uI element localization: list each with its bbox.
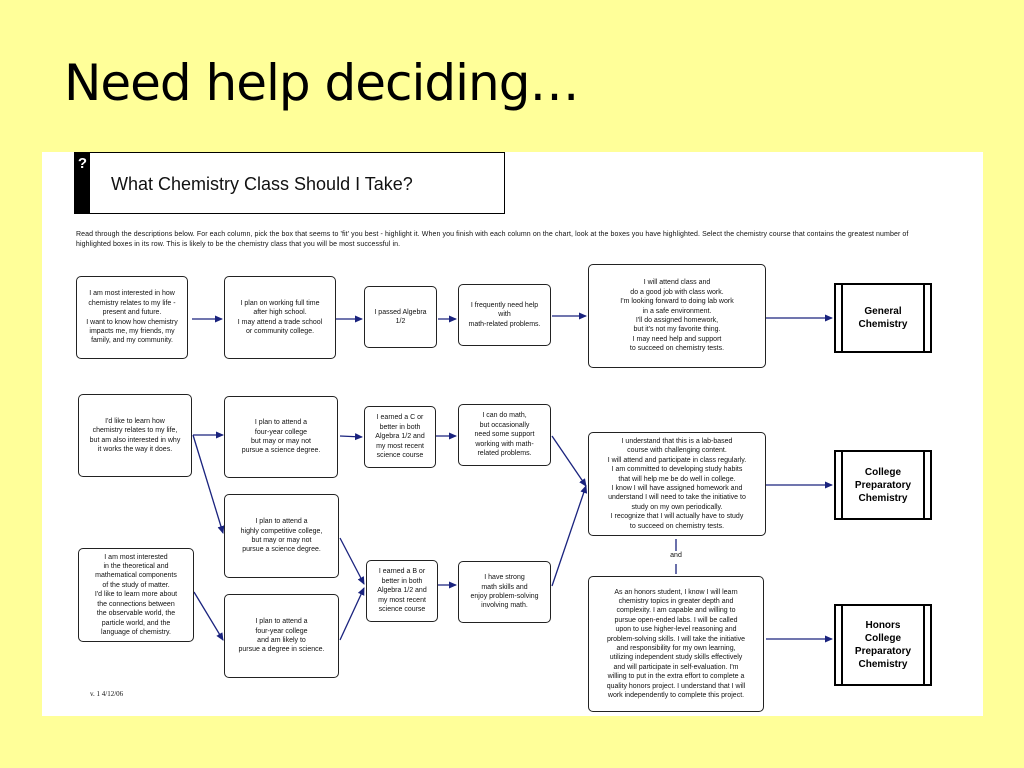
result-honors-chemistry[interactable]: Honors College Preparatory Chemistry [834, 604, 932, 686]
r1-commitment-box[interactable]: I will attend class and do a good job wi… [588, 264, 766, 368]
r3-plans-competitive-box[interactable]: I plan to attend a highly competitive co… [224, 494, 339, 578]
flowchart-panel: ? What Chemistry Class Should I Take? Re… [42, 152, 983, 716]
arrow-r3-science-math [339, 587, 365, 641]
r1-math-course-box[interactable]: I passed Algebra 1/2 [364, 286, 437, 348]
arrow-r2-help-commit [551, 435, 587, 487]
connector-arrows [192, 312, 833, 643]
result-general-chemistry[interactable]: General Chemistry [834, 283, 932, 353]
version-label: v. 1 4/12/06 [90, 690, 124, 698]
r2-math-help-box[interactable]: I can do math, but occasionally need som… [458, 404, 551, 466]
result-college-prep-chemistry[interactable]: College Preparatory Chemistry [834, 450, 932, 520]
r2-plans-box[interactable]: I plan to attend a four-year college but… [224, 396, 338, 478]
r3-math-course-box[interactable]: I earned a B or better in both Algebra 1… [366, 560, 438, 622]
r2-math-course-box[interactable]: I earned a C or better in both Algebra 1… [364, 406, 436, 468]
r3-commitment-box[interactable]: As an honors student, I know I will lear… [588, 576, 764, 712]
r2-interest-box[interactable]: I'd like to learn how chemistry relates … [78, 394, 192, 477]
chart-title: What Chemistry Class Should I Take? [111, 174, 413, 194]
r3-plans-science-box[interactable]: I plan to attend a four-year college and… [224, 594, 339, 678]
r1-math-help-box[interactable]: I frequently need help with math-related… [458, 284, 551, 346]
title-side-bar [75, 153, 90, 213]
arrow-r2-interest-competitive [192, 434, 225, 534]
r3-interest-box[interactable]: I am most interested in the theoretical … [78, 548, 194, 642]
r1-plans-box[interactable]: I plan on working full time after high s… [224, 276, 336, 359]
chart-title-box: ? What Chemistry Class Should I Take? [74, 152, 505, 214]
question-mark-icon: ? [77, 155, 88, 172]
arrow-r2-plans-math [339, 433, 363, 441]
r1-interest-box[interactable]: I am most interested in how chemistry re… [76, 276, 188, 359]
arrow-r3-competitive-math [339, 537, 365, 585]
and-label: and [670, 552, 682, 559]
arrow-r3-interest-science [193, 591, 224, 641]
instructions-text: Read through the descriptions below. For… [76, 231, 909, 248]
arrow-r3-help-commit [551, 485, 588, 587]
slide-title: Need help deciding… [64, 54, 579, 112]
r3-math-help-box[interactable]: I have strong math skills and enjoy prob… [458, 561, 551, 623]
r2-commitment-box[interactable]: I understand that this is a lab-based co… [588, 432, 766, 536]
